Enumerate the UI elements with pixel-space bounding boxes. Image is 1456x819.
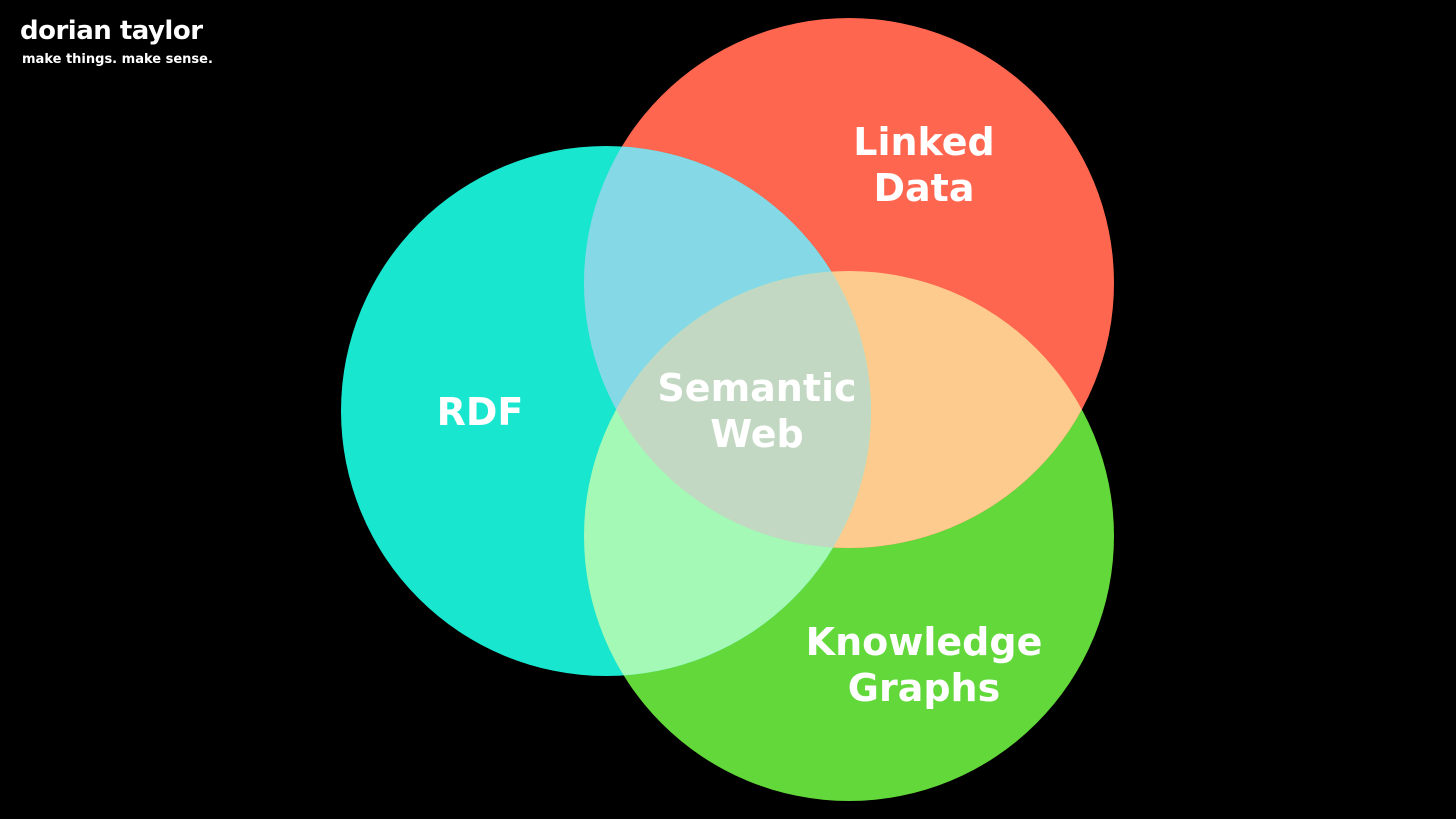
label-semantic-web-line1: Semantic [657, 366, 856, 410]
label-semantic-web-line2: Web [710, 412, 804, 456]
label-rdf: RDF [437, 390, 524, 434]
label-knowledge-graphs-line2: Graphs [848, 666, 1000, 710]
label-linked-data-line1: Linked [853, 120, 995, 164]
brand-block: dorian taylor make things. make sense. [20, 14, 213, 69]
label-linked-data-line2: Data [874, 166, 975, 210]
brand-tagline: make things. make sense. [22, 52, 213, 67]
label-knowledge-graphs-line1: Knowledge [806, 620, 1043, 664]
brand-name: dorian taylor [20, 16, 203, 46]
